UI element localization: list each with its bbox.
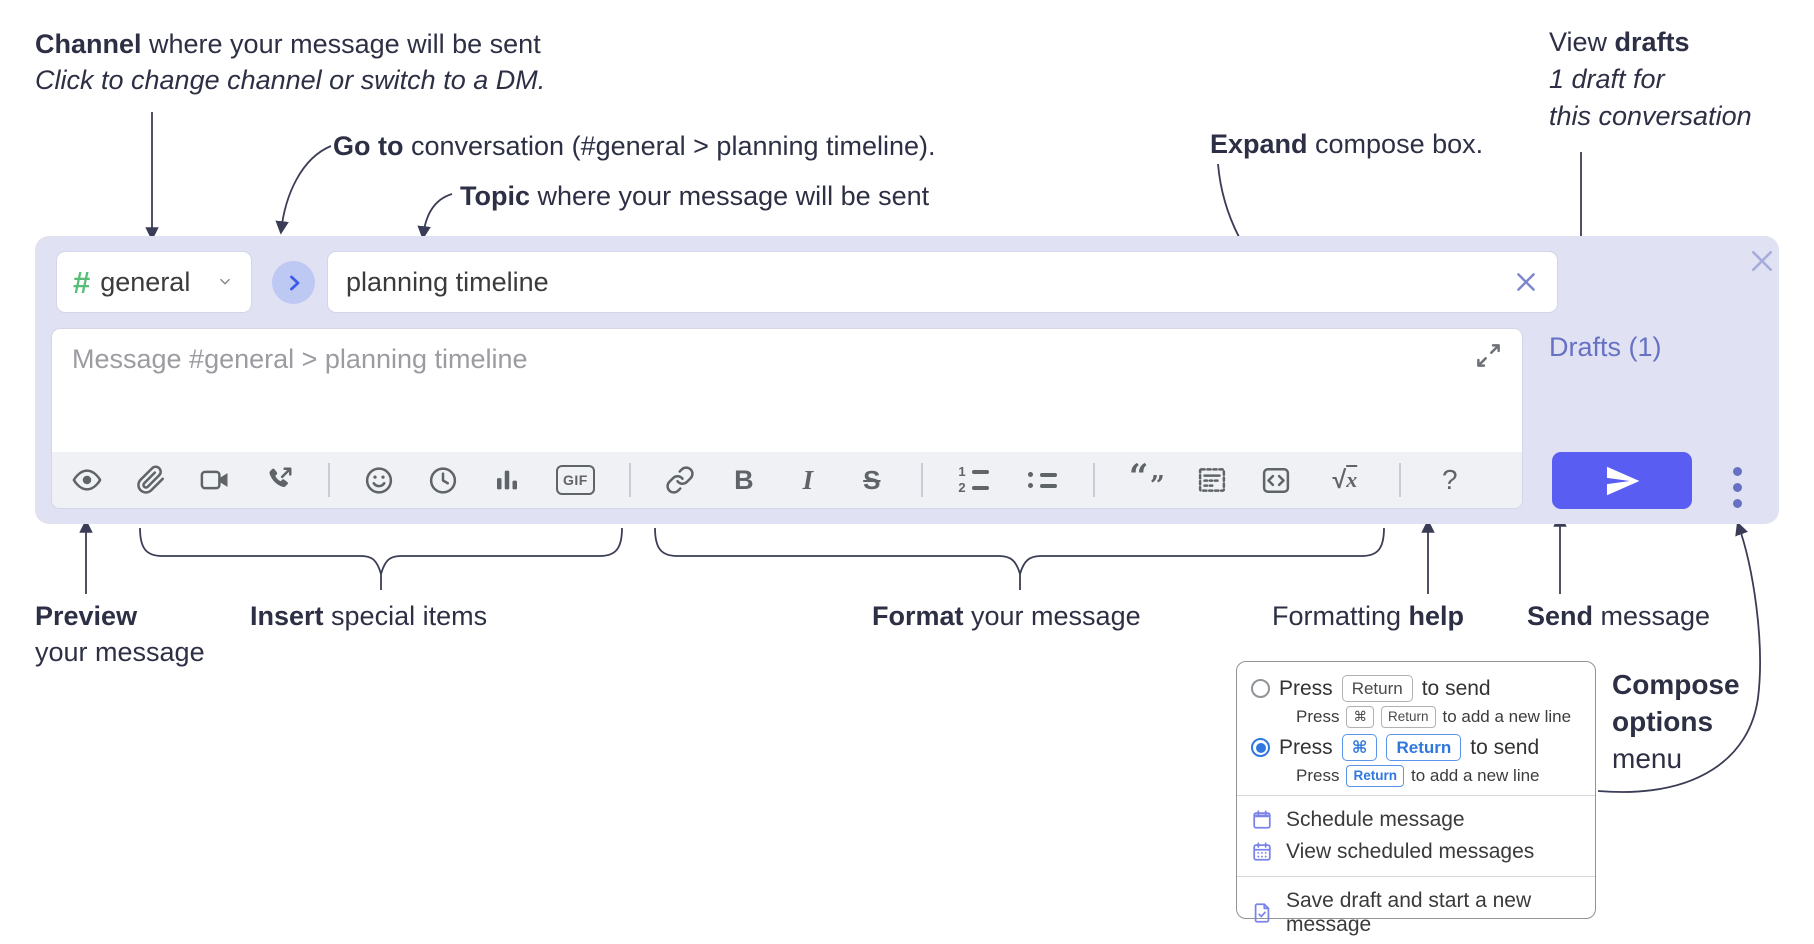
close-compose-icon[interactable] — [1747, 246, 1777, 276]
video-call-icon[interactable] — [200, 465, 230, 495]
attach-file-button[interactable] — [136, 465, 166, 495]
popup-divider — [1237, 795, 1595, 796]
return-key: Return — [1386, 734, 1462, 761]
view-scheduled-label: View scheduled messages — [1286, 840, 1535, 863]
brace-insert — [139, 527, 623, 590]
radical: √ — [1332, 465, 1347, 494]
arrow-goto — [275, 145, 332, 235]
return-key: Return — [1380, 706, 1436, 728]
message-formatting-help-button[interactable]: ? — [1442, 464, 1458, 495]
option2-press: Press — [1279, 735, 1333, 759]
toolbar-divider — [628, 463, 631, 497]
math-variable: x — [1346, 467, 1358, 492]
channel-note: Channel where your message will be sent … — [35, 29, 546, 95]
bulleted-list-button[interactable] — [1025, 465, 1059, 495]
arrow-topic — [417, 193, 453, 240]
message-input[interactable]: Message #general > planning timeline — [72, 344, 528, 374]
bold-button[interactable]: B — [734, 464, 754, 495]
global-time-button[interactable] — [428, 465, 458, 495]
preview-button[interactable] — [72, 465, 102, 495]
preview-note: Preview your message — [35, 601, 205, 667]
numbered-list-button[interactable]: 1 2 — [957, 465, 991, 495]
schedule-message-item[interactable]: Schedule message — [1237, 804, 1595, 836]
insert-note: Insert special items — [250, 601, 488, 631]
cmd-key: ⌘ — [1346, 706, 1374, 728]
chevron-right-icon — [289, 275, 299, 290]
gif-label: GIF — [563, 472, 588, 488]
compose-box: # general Message #general > planning ti… — [35, 236, 1779, 524]
message-box: Message #general > planning timeline — [51, 328, 1523, 509]
option1-press: Press — [1279, 676, 1333, 700]
cmd-enter-sends-option[interactable]: Press ⌘ Return to send Press Return to a… — [1237, 734, 1595, 787]
expand-compose-icon[interactable] — [1475, 342, 1502, 369]
math-button[interactable]: √x — [1325, 465, 1365, 495]
num1: 1 — [958, 464, 966, 479]
option2-suffix: to send — [1470, 735, 1540, 759]
return-key: Return — [1346, 765, 1404, 787]
compose-options-popup: Press Return to send Press ⌘ Return to a… — [1236, 661, 1596, 936]
emoji-button[interactable] — [364, 465, 394, 495]
clear-topic-icon[interactable] — [1513, 269, 1539, 295]
strikethrough-button[interactable]: S — [863, 464, 881, 495]
spoiler-button[interactable] — [1197, 465, 1227, 495]
channel-selector[interactable]: # general — [56, 251, 252, 313]
drafts-note: View drafts 1 draft for this conversatio… — [1549, 27, 1752, 131]
code-button[interactable] — [1261, 465, 1291, 495]
save-draft-item[interactable]: Save draft and start a new message — [1237, 885, 1595, 941]
option1-suffix: to send — [1421, 676, 1491, 700]
goto-note: Go to conversation (#general > planning … — [333, 131, 936, 161]
gif-button[interactable]: GIF — [556, 465, 595, 495]
expand-note: Expand compose box. — [1210, 129, 1484, 159]
quote-close: ” — [1149, 471, 1165, 501]
send-note: Send message — [1527, 601, 1711, 631]
num2: 2 — [958, 480, 966, 495]
channel-name: general — [100, 266, 191, 297]
calendar-icon — [1253, 810, 1271, 829]
format-note: Format your message — [872, 601, 1141, 631]
topic-input-box[interactable] — [327, 251, 1558, 313]
channel-hash-icon: # — [73, 264, 91, 300]
send-button[interactable] — [1552, 452, 1692, 509]
return-key: Return — [1341, 675, 1413, 702]
toolbar-divider — [328, 463, 330, 497]
formatting-help-note: Formatting help — [1272, 601, 1465, 631]
compose-toolbar: GIF B I S 1 2 — [52, 452, 1522, 508]
send-icon — [1606, 466, 1640, 495]
quote-button[interactable]: “ ” — [1129, 457, 1165, 501]
voice-call-icon[interactable] — [264, 465, 294, 495]
toolbar-divider — [920, 463, 923, 497]
topic-input[interactable] — [346, 266, 1513, 298]
document-check-icon — [1254, 903, 1270, 923]
poll-button[interactable] — [492, 465, 522, 495]
enter-sends-option[interactable]: Press Return to send Press ⌘ Return to a… — [1237, 675, 1595, 728]
ellipsis-dot — [1733, 467, 1742, 476]
italic-button[interactable]: I — [802, 464, 814, 495]
cmd-key: ⌘ — [1341, 734, 1378, 761]
popup-divider — [1237, 876, 1595, 877]
topic-note: Topic where your message will be sent — [460, 181, 930, 211]
save-draft-label: Save draft and start a new message — [1286, 889, 1532, 936]
chevron-down-icon — [220, 278, 230, 285]
drafts-link[interactable]: Drafts (1) — [1549, 332, 1662, 362]
calendar-grid-icon — [1253, 842, 1271, 861]
view-scheduled-messages-item[interactable]: View scheduled messages — [1237, 836, 1595, 868]
compose-options-ellipsis[interactable] — [1729, 463, 1746, 512]
toolbar-divider — [1092, 463, 1095, 497]
link-button[interactable] — [665, 465, 695, 495]
toolbar-divider — [1398, 463, 1401, 497]
schedule-message-label: Schedule message — [1286, 808, 1465, 831]
ellipsis-dot — [1733, 499, 1742, 508]
ellipsis-dot — [1733, 483, 1742, 492]
radio-unselected-icon[interactable] — [1251, 679, 1270, 698]
radio-selected-icon[interactable] — [1251, 738, 1270, 757]
go-to-conversation-button[interactable] — [272, 261, 315, 304]
compose-options-note: Compose options menu — [1612, 669, 1740, 774]
brace-format — [654, 527, 1385, 590]
quote-open: “ — [1128, 457, 1149, 497]
